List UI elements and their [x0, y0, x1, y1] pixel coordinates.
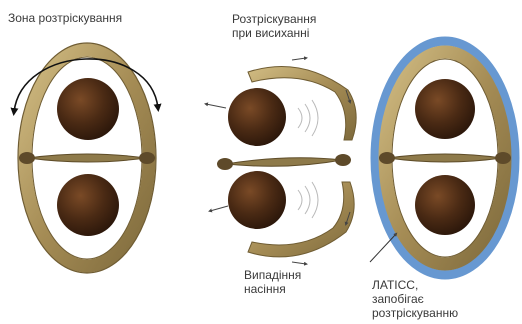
seed-eject-arrow-bottom	[210, 206, 228, 211]
coating-pointer	[370, 234, 396, 262]
left-pod-seed-bottom	[57, 174, 119, 236]
left-pod	[14, 43, 158, 273]
latiss-label-line3: розтріскуванню	[372, 306, 458, 320]
middle-pod-seed-top	[228, 88, 286, 146]
seed-drop-label-line1: Випадіння	[244, 268, 301, 282]
right-pod	[370, 41, 515, 275]
middle-pod	[206, 58, 356, 264]
valve-arrow-bottom	[292, 262, 306, 264]
seed-drop-label-line2: насіння	[244, 282, 301, 296]
middle-pod-suture-right	[335, 154, 351, 166]
left-pod-septum	[28, 154, 146, 162]
latiss-label-line2: запобігає	[372, 292, 458, 306]
middle-pod-septum	[226, 158, 342, 167]
shatter-zone-label-text: Зона розтріскування	[8, 11, 122, 25]
shatter-zone-label: Зона розтріскування	[8, 11, 122, 25]
drying-shatter-label: Розтріскування при висиханні	[232, 12, 316, 40]
right-pod-suture-left	[379, 152, 395, 164]
middle-pod-suture-left	[217, 158, 233, 170]
left-pod-suture-left	[19, 152, 35, 164]
right-pod-suture-right	[495, 152, 511, 164]
drying-shatter-label-line1: Розтріскування	[232, 12, 316, 26]
drying-shatter-label-line2: при висиханні	[232, 26, 316, 40]
latiss-label: ЛАТІСС, запобігає розтріскуванню	[372, 278, 458, 320]
right-pod-seed-bottom	[415, 175, 475, 235]
valve-arrow-top	[292, 58, 306, 60]
middle-pod-seed-bottom	[228, 171, 286, 229]
latiss-label-line1: ЛАТІСС,	[372, 278, 458, 292]
seed-drop-label: Випадіння насіння	[244, 268, 301, 296]
left-pod-suture-right	[139, 152, 155, 164]
right-pod-seed-top	[415, 79, 475, 139]
seed-eject-arrow-top	[206, 104, 226, 108]
left-pod-seed-top	[57, 78, 119, 140]
